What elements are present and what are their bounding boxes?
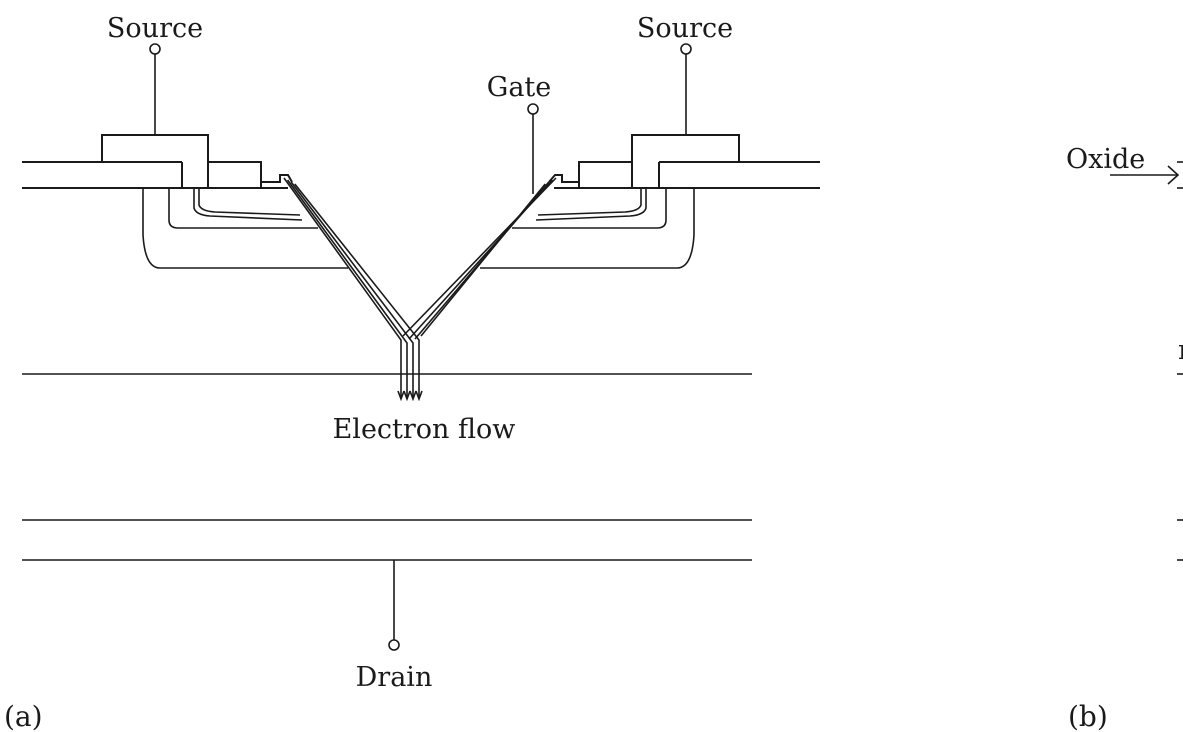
source-terminal-left[interactable] [149, 43, 161, 55]
panel-a-tag: (a) [4, 700, 43, 732]
electron-flow-paths [283, 177, 557, 402]
gate-terminal[interactable] [527, 103, 539, 115]
panel-b-tag: (b) [1068, 700, 1108, 732]
gate-poly-right [578, 161, 632, 188]
electron-path-left-4 [294, 183, 420, 398]
source-contact-left [101, 43, 293, 188]
electron-flow-arrowhead-3 [409, 390, 417, 402]
gate-label: Gate [487, 72, 552, 103]
right-outer-well [480, 188, 695, 269]
right-wells [480, 188, 695, 269]
source-label-left: Source [107, 13, 203, 44]
gate-oxide-step-right [548, 174, 579, 183]
panel-b: Oxide r (b) [1066, 144, 1183, 732]
electron-flow-arrowhead-1 [397, 390, 405, 402]
gate-oxide-step-left [261, 174, 293, 183]
left-inner-well-a [193, 188, 303, 221]
gate-poly-left [208, 161, 262, 188]
electron-path-left-2 [286, 179, 408, 398]
oxide-arrow-head [1167, 165, 1180, 185]
panel-a: Source Source Gate Electron flow Drain (… [4, 13, 820, 732]
drain-terminal[interactable] [388, 639, 400, 651]
source-terminal-right[interactable] [680, 43, 692, 55]
drain-label: Drain [356, 662, 433, 693]
gate-contact [527, 103, 539, 194]
right-mid-well [512, 188, 667, 229]
electron-flow-arrowhead-4 [415, 390, 423, 402]
left-wells [142, 188, 348, 269]
electron-flow-arrowhead-2 [403, 390, 411, 402]
source-label-right: Source [637, 13, 733, 44]
right-inner-well-b [537, 188, 642, 216]
electron-flow-label: Electron flow [333, 414, 516, 445]
electron-path-right-4 [420, 183, 546, 337]
partial-region-label: r [1178, 335, 1183, 366]
oxide-label: Oxide [1066, 144, 1145, 175]
source-contact-right [548, 43, 740, 188]
surface-layer [22, 161, 820, 189]
electron-path-left-1 [283, 177, 402, 398]
electron-path-left-3 [290, 181, 414, 398]
left-mid-well [168, 188, 318, 229]
left-inner-well-b [198, 188, 301, 216]
left-outer-well [142, 188, 348, 269]
right-inner-well-a [535, 188, 647, 221]
